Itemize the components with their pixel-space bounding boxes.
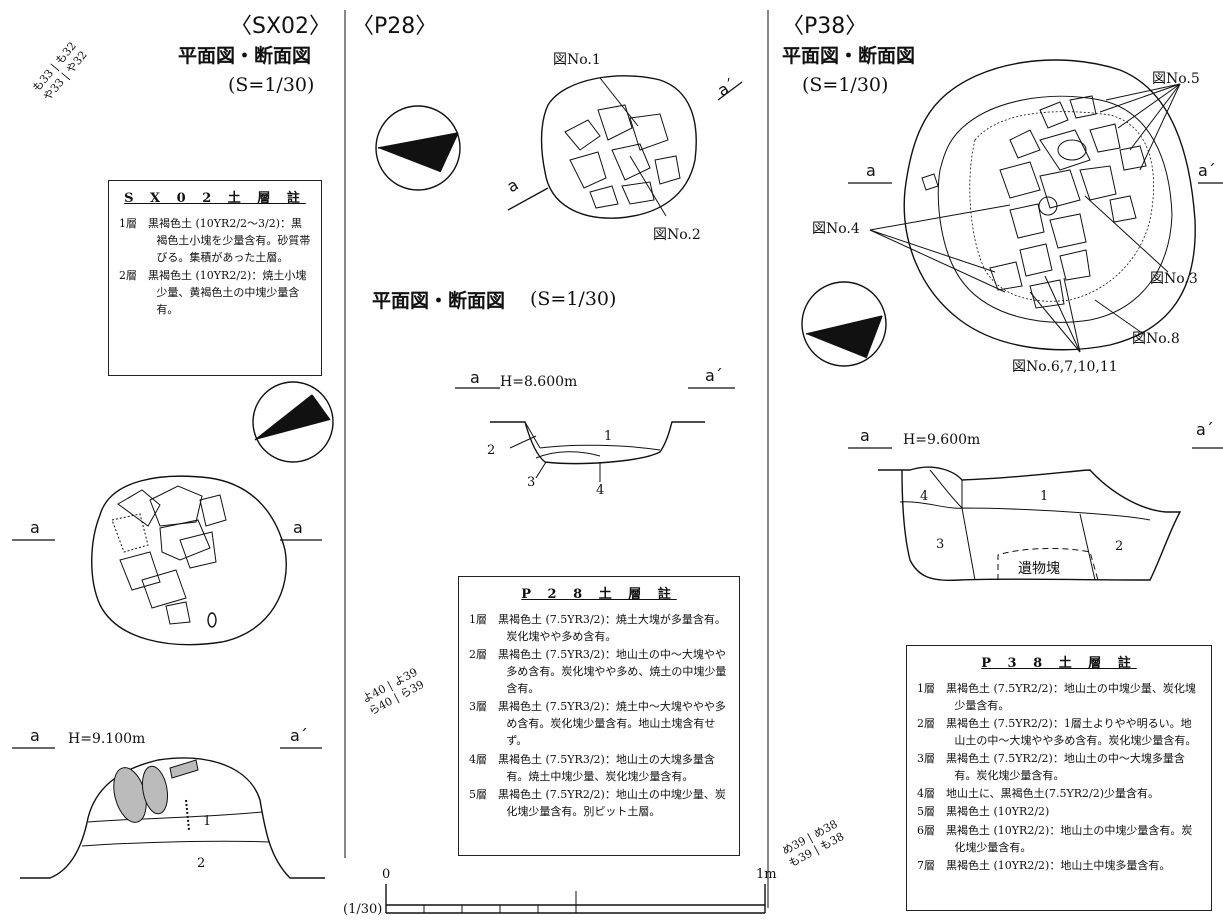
p38-fig-label: 図No.4: [812, 221, 860, 237]
p28-layer-number: 1: [604, 429, 613, 444]
sx02-soil-notes: S X 0 2 土 層 註 1層 黒褐色土 (10YR2/2～3/2)：黒褐色土…: [108, 180, 322, 376]
sx02-plan-label-a: a: [30, 518, 40, 537]
scale-bar-start: 0: [382, 867, 391, 882]
p38-section-label-a: a: [860, 426, 870, 445]
notes-title: P 2 8 土 層 註: [521, 587, 677, 602]
p38-fig-label: 図No.6,7,10,11: [1012, 359, 1118, 375]
p38-layer-number: 1: [1040, 489, 1049, 504]
p28-soil-notes: P 2 8 土 層 註 1層 黒褐色土 (7.5YR3/2)：焼土大塊が多量含有…: [458, 576, 740, 856]
p38-section-height: H=9.600m: [903, 432, 981, 448]
sx02-section-label-a2: a´: [290, 726, 308, 745]
sx02-layer-number: 2: [197, 856, 206, 871]
note-item: 1層 黒褐色土 (7.5YR2/2)：地山土の中塊少量、炭化塊少量含有。: [917, 682, 1196, 713]
note-item: 2層 黒褐色土 (7.5YR3/2)：地山土の中～大塊やや多め含有。炭化塊やや多…: [469, 648, 727, 696]
p38-layer-number: 3: [936, 537, 945, 552]
p38-soil-notes: P 3 8 土 層 註 1層 黒褐色土 (7.5YR2/2)：地山土の中塊少量、…: [906, 645, 1212, 911]
note-item: 2層 黒褐色土 (10YR2/2)：焼土小塊少量、黄褐色土の中塊少量含有。: [119, 269, 307, 317]
note-item: 2層 黒褐色土 (7.5YR2/2)：1層土よりやや明るい。地山土の中～大塊やや…: [917, 717, 1197, 748]
note-item: 4層 地山土に、黒褐色土(7.5YR2/2)少量含有。: [917, 787, 1159, 801]
p28-fig-label: 図No.2: [653, 227, 701, 243]
sx02-title: 〈SX02〉: [230, 14, 332, 39]
sx02-section-height: H=9.100m: [68, 731, 146, 747]
note-item: 4層 黒褐色土 (7.5YR3/2)：地山土の大塊多量含有。焼土中塊少量、炭化塊…: [469, 752, 715, 783]
p28-title: 〈P28〉: [352, 14, 438, 39]
p38-title: 〈P38〉: [782, 14, 868, 39]
p28-scale: (S=1/30): [530, 288, 617, 310]
scale-bar-prefix: (1/30): [343, 902, 383, 917]
sx02-section-label-a: a: [30, 726, 40, 745]
note-item: 7層 黒褐色土 (10YR2/2)：地山土中塊多量含有。: [917, 858, 1171, 872]
scale-bar-end: 1m: [756, 867, 777, 882]
p38-north-arrow: [801, 281, 887, 367]
sx02-plan-label-a2: a: [293, 518, 303, 537]
p28-section-drawing: [455, 387, 735, 482]
note-item: 3層 黒褐色土 (7.5YR3/2)：焼土中～大塊ややや多め含有。炭化塊少量含有…: [469, 700, 726, 748]
p38-artifact-label: 遺物塊: [1018, 561, 1060, 577]
p38-section-drawing: [848, 447, 1223, 582]
note-item: 6層 黒褐色土 (10YR2/2)：地山土の中塊少量含有。炭化塊少量含有。: [917, 823, 1193, 854]
p28-layer-number: 3: [527, 475, 536, 490]
sx02-scale: (S=1/30): [228, 74, 315, 96]
p38-scale: (S=1/30): [802, 74, 889, 96]
p28-section-label-a2: a´: [705, 366, 723, 385]
sx02-subtitle: 平面図・断面図: [178, 45, 312, 67]
sx02-north-arrow: [252, 381, 334, 463]
note-item: 1層 黒褐色土 (7.5YR3/2)：焼土大塊が多量含有。炭化塊やや多め含有。: [469, 613, 726, 644]
p38-fig-label: 図No.5: [1152, 71, 1200, 87]
p28-layer-number: 4: [596, 483, 605, 498]
p28-layer-number: 2: [487, 443, 496, 458]
p38-section-label-a2: a´: [1196, 420, 1214, 439]
p38-subtitle: 平面図・断面図: [782, 45, 916, 67]
p38-fig-label: 図No.8: [1132, 331, 1180, 347]
p28-north-arrow: [375, 105, 461, 191]
notes-title: S X 0 2 土 層 註: [124, 191, 306, 206]
p28-plan-drawing: [507, 75, 743, 219]
p28-subtitle: 平面図・断面図: [372, 290, 506, 312]
note-item: 3層 黒褐色土 (7.5YR2/2)：地山土の中～大塊多量含有。炭化塊少量含有。: [917, 752, 1185, 783]
note-item: 1層 黒褐色土 (10YR2/2～3/2)：黒褐色土小塊を少量含有。砂質帯びる。…: [119, 217, 311, 265]
scale-bar-graphic: [385, 884, 766, 914]
note-item: 5層 黒褐色土 (10YR2/2): [917, 805, 1050, 819]
p38-plan-label-a: a: [866, 161, 876, 180]
p28-section-height: H=8.600m: [500, 374, 578, 390]
note-item: 5層 黒褐色土 (7.5YR2/2)：地山土の中塊少量、炭化塊少量含有。別ピット…: [469, 787, 726, 818]
p38-layer-number: 4: [920, 489, 929, 504]
p38-plan-label-a2: a´: [1198, 161, 1216, 180]
p38-plan-drawing: [848, 59, 1223, 353]
p28-section-label-a: a: [470, 368, 480, 387]
p38-fig-label: 図No.3: [1150, 271, 1198, 287]
sx02-layer-number: 1: [203, 814, 212, 829]
p38-layer-number: 2: [1115, 539, 1124, 554]
notes-title: P 3 8 土 層 註: [981, 656, 1137, 671]
sx02-section-drawing: [12, 747, 325, 879]
p28-fig-label: 図No.1: [553, 52, 601, 68]
sx02-plan-drawing: [12, 475, 322, 646]
